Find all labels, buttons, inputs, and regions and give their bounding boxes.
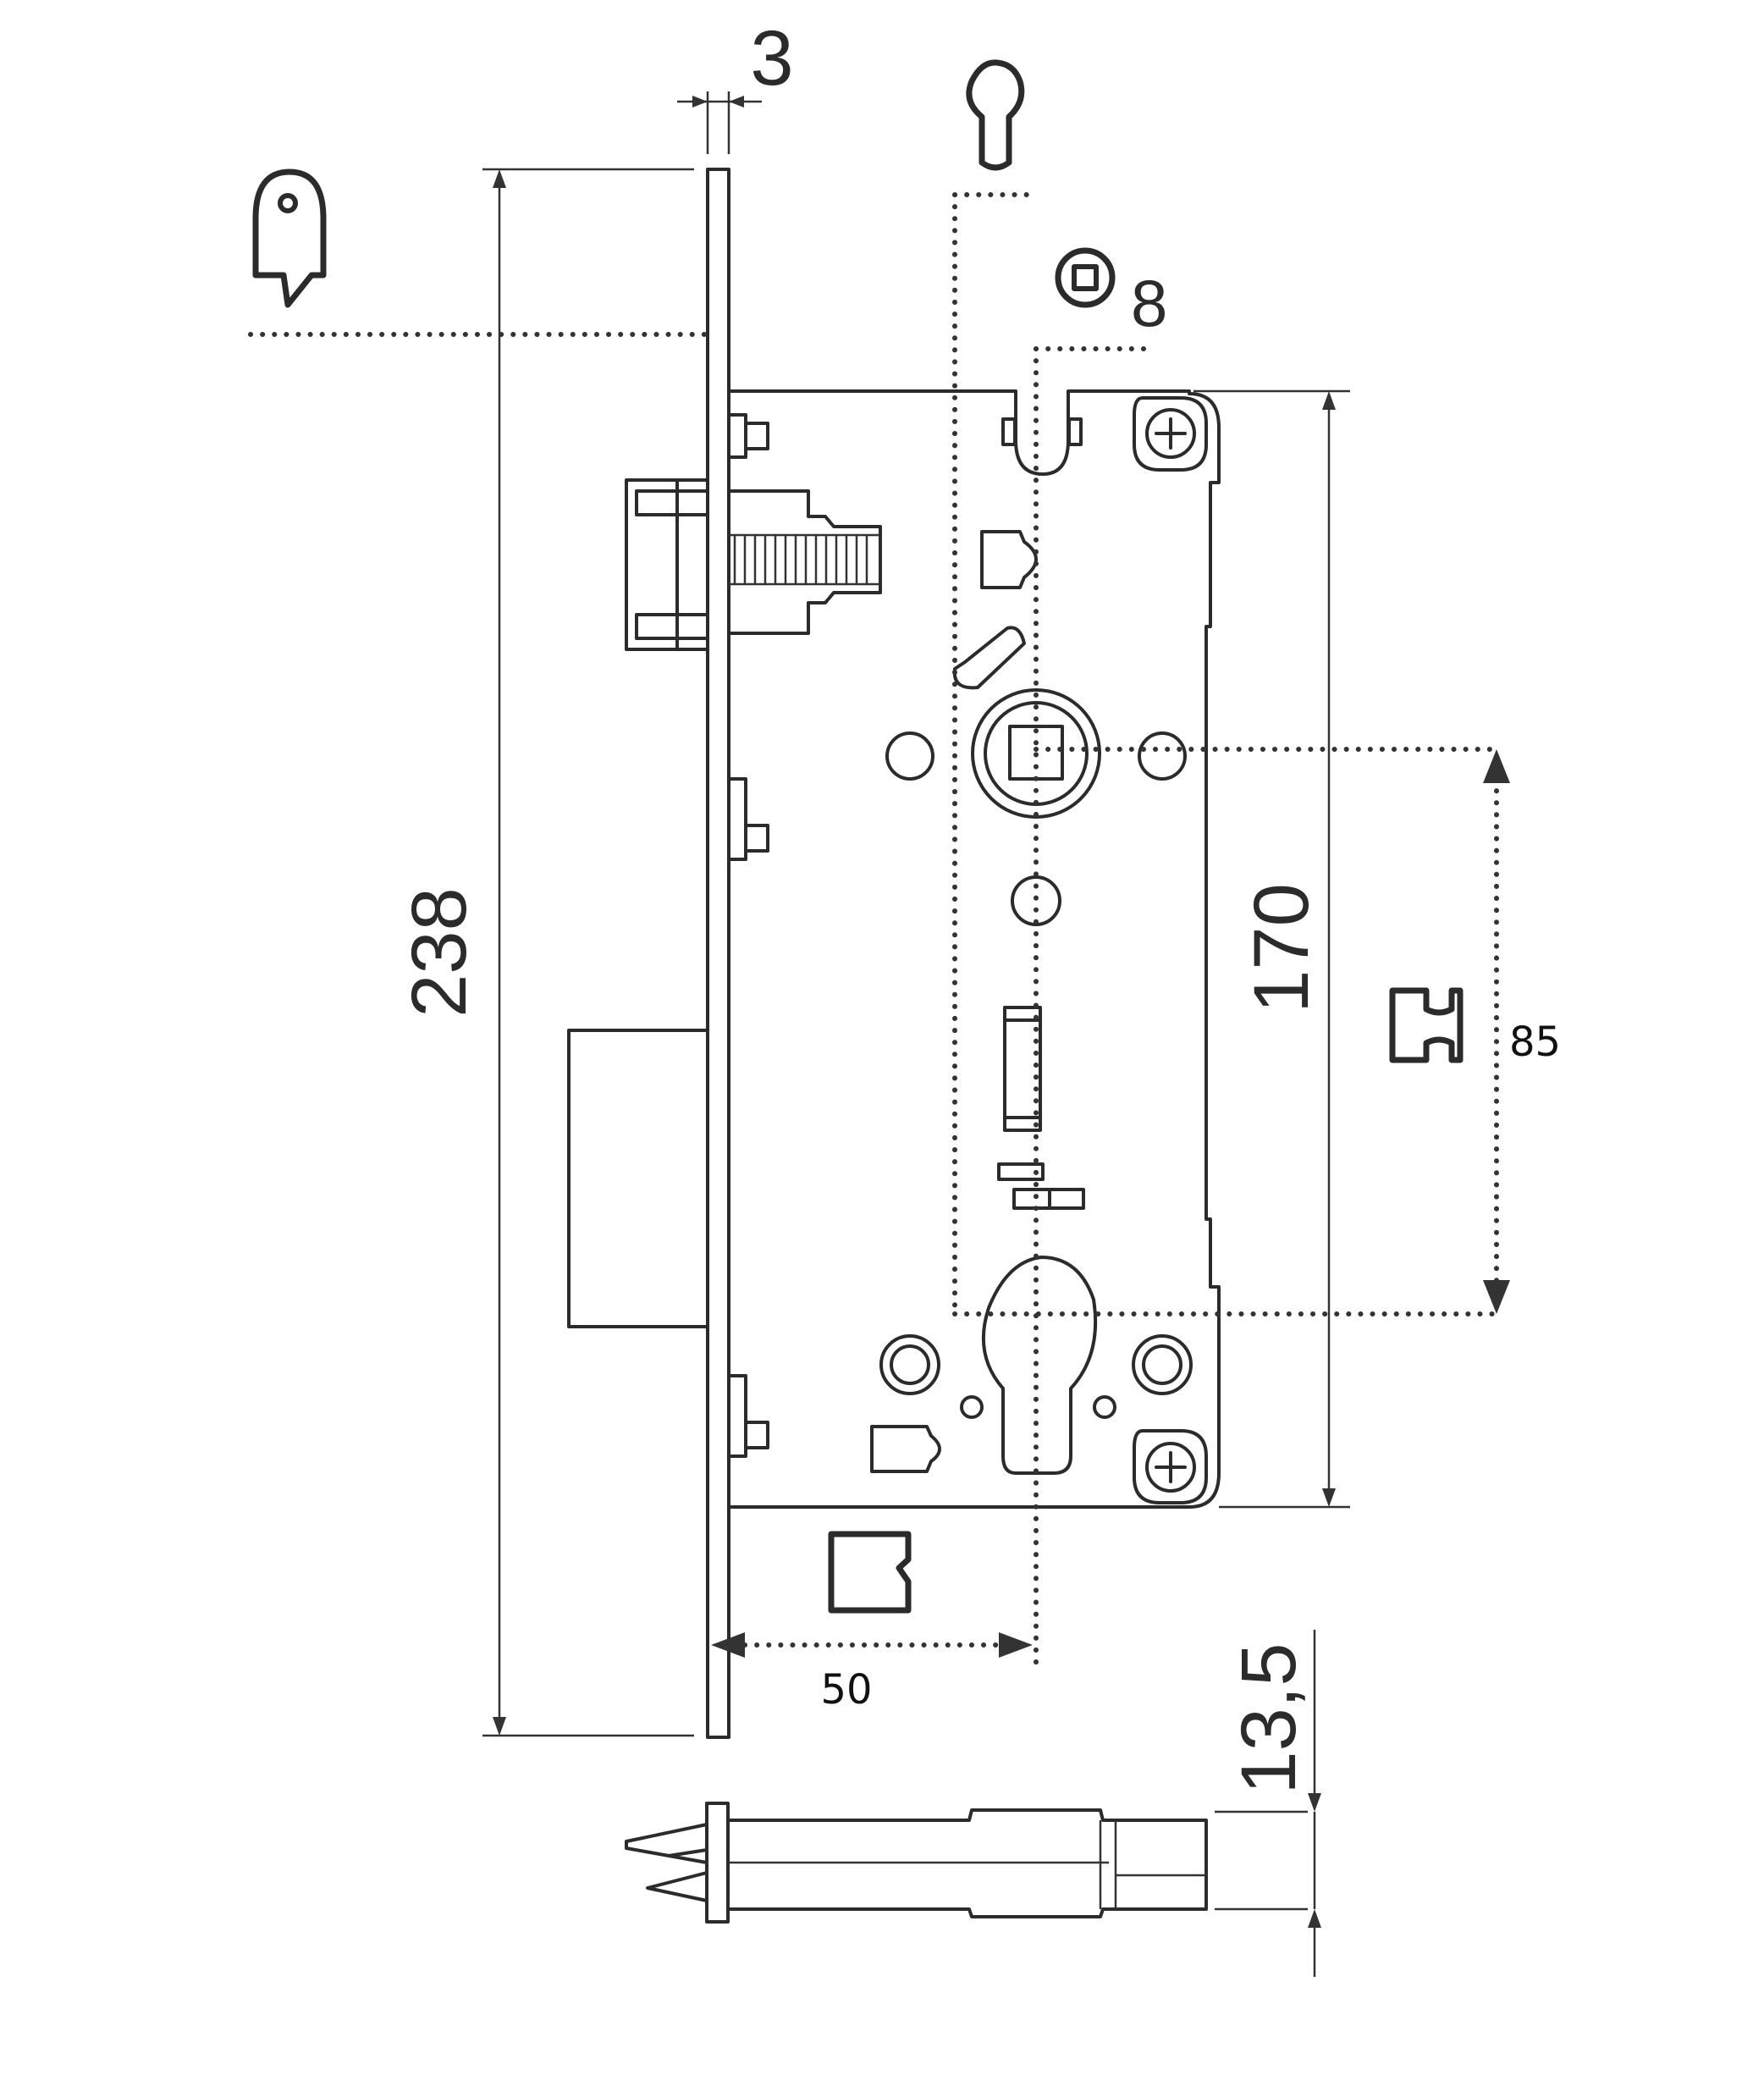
faceplate [567,168,730,1739]
latch-side-view [625,1802,1208,1924]
dim-case-height: 170 [1238,883,1325,1013]
lock-case [727,389,1221,1509]
profile-cylinder-icon [1389,987,1464,1063]
mechanism-details [870,530,1193,1473]
dimension-170: 170 [1193,389,1350,1509]
screw-bottom [1145,1442,1196,1493]
spindle-icon: 8 [1055,247,1167,340]
dim-backset: 50 [820,1666,872,1714]
dim-plate-thickness: 3 [750,15,793,102]
latch-spring [729,533,880,586]
dimension-238: 238 [396,168,694,1737]
cylinder-cutout [981,1256,1098,1475]
dimension-85: 85 [1483,749,1561,1314]
keyhole-icon [966,59,1025,171]
dim-spindle: 8 [1131,266,1167,340]
dim-cylinder-offset: 13,5 [1226,1642,1312,1794]
dimension-3: 3 [677,15,794,154]
latch-icon [252,168,327,308]
dim-faceplate-height: 238 [396,887,482,1018]
dim-center-distance: 85 [1509,1018,1561,1066]
reference-lines [248,192,1499,1666]
dimension-50: 50 [711,1632,1033,1714]
screw-top [1145,408,1196,459]
latch-bolt [625,478,882,651]
square-hole-icon [828,1531,912,1614]
dimension-13-5: 13,5 [1215,1630,1321,1977]
